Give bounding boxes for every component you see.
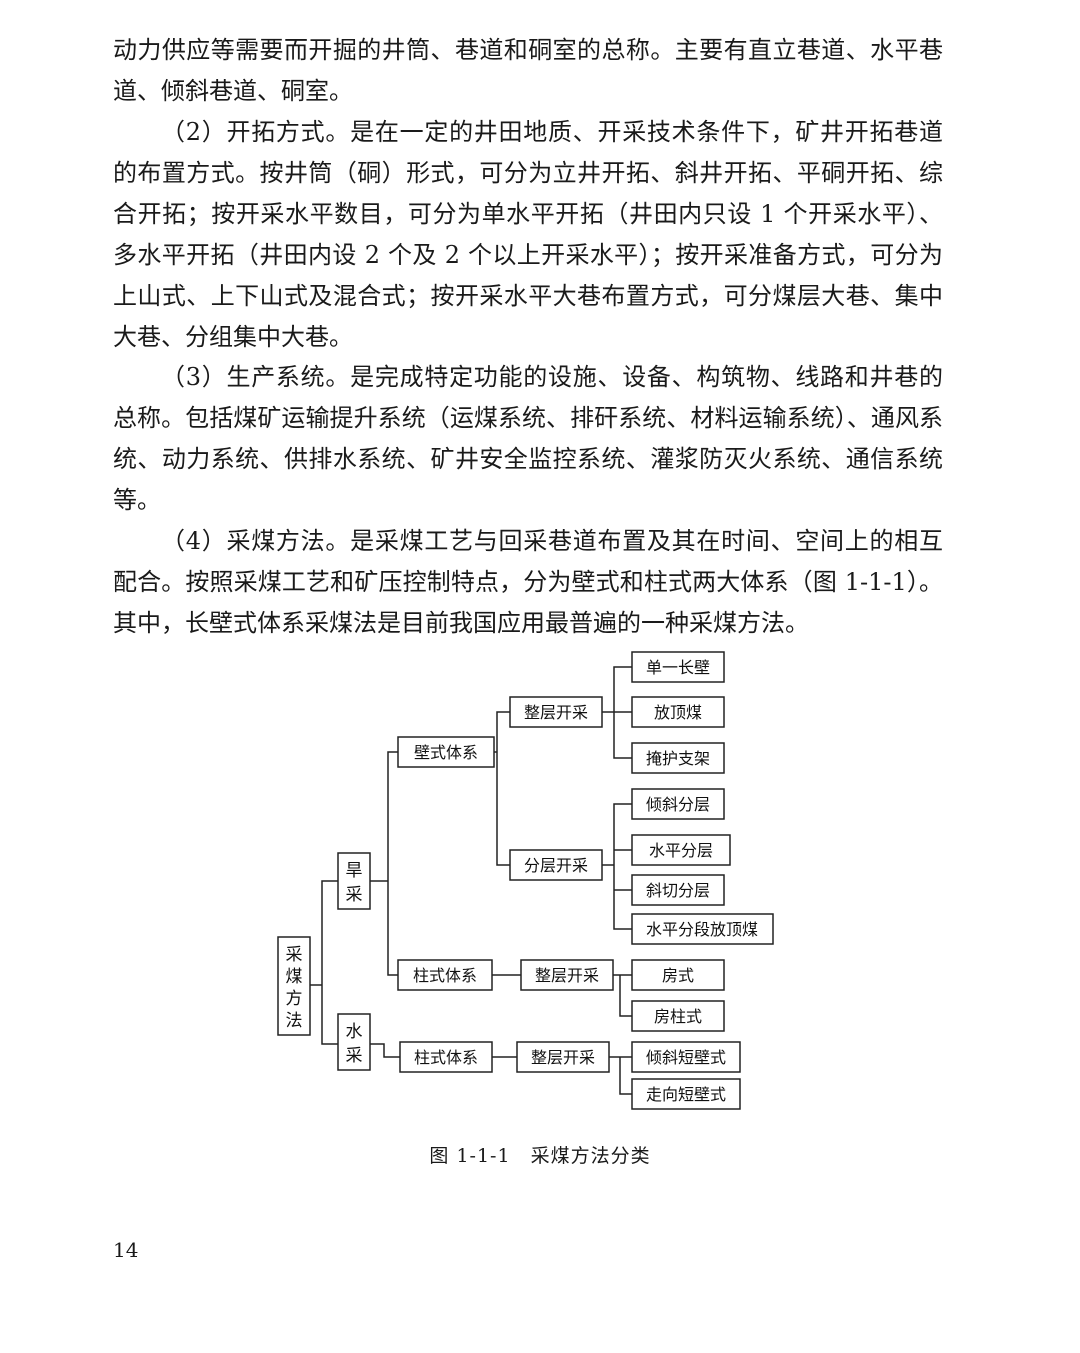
leaf-single-longwall: 单一长壁 (646, 658, 710, 677)
sliced-wall-label: 分层开采 (524, 856, 588, 875)
dry-char-1: 旱 (346, 861, 363, 881)
paragraph-production-system: （3）生产系统。是完成特定功能的设施、设备、构筑物、线路和井巷的总称。包括煤矿运… (113, 363, 943, 514)
root-char-2: 煤 (286, 967, 303, 987)
paragraph-continuation: 动力供应等需要而开掘的井筒、巷道和硐室的总称。主要有直立巷道、水平巷道、倾斜巷道… (113, 36, 943, 105)
leaf-horizontal-sublevel-caving: 水平分段放顶煤 (646, 920, 758, 939)
leaf-inclined-shortwall: 倾斜短壁式 (646, 1048, 726, 1067)
leaf-oblique-slicing: 斜切分层 (646, 881, 710, 900)
leaf-inclined-slicing: 倾斜分层 (646, 795, 710, 814)
leaf-room: 房式 (662, 966, 694, 985)
water-char-2: 采 (346, 1046, 363, 1066)
full-seam-wall-label: 整层开采 (524, 703, 588, 722)
paragraph-mining-method: （4）采煤方法。是采煤工艺与回采巷道布置及其在时间、空间上的相互配合。按照采煤工… (113, 527, 943, 637)
root-char-1: 采 (286, 945, 303, 965)
pillar-system-water-label: 柱式体系 (414, 1048, 478, 1067)
dry-char-2: 采 (346, 885, 363, 905)
leaf-strike-shortwall: 走向短壁式 (646, 1085, 726, 1104)
leaf-room-pillar: 房柱式 (654, 1007, 702, 1026)
leaf-shield-support: 掩护支架 (646, 749, 710, 768)
root-char-4: 法 (286, 1011, 303, 1031)
full-seam-pillar-dry-label: 整层开采 (535, 966, 599, 985)
pillar-system-dry-label: 柱式体系 (413, 966, 477, 985)
root-char-3: 方 (286, 989, 303, 1009)
water-char-1: 水 (346, 1022, 363, 1042)
page-number: 14 (113, 1238, 139, 1262)
leaf-horizontal-slicing: 水平分层 (649, 841, 713, 860)
figure-caption: 图 1-1-1 采煤方法分类 (429, 1145, 651, 1167)
full-seam-pillar-water-label: 整层开采 (531, 1048, 595, 1067)
wall-system-label: 壁式体系 (414, 743, 478, 762)
leaf-top-coal-caving: 放顶煤 (654, 703, 702, 722)
paragraph-development-method: （2）开拓方式。是在一定的井田地质、开采技术条件下，矿井开拓巷道的布置方式。按井… (113, 118, 943, 351)
